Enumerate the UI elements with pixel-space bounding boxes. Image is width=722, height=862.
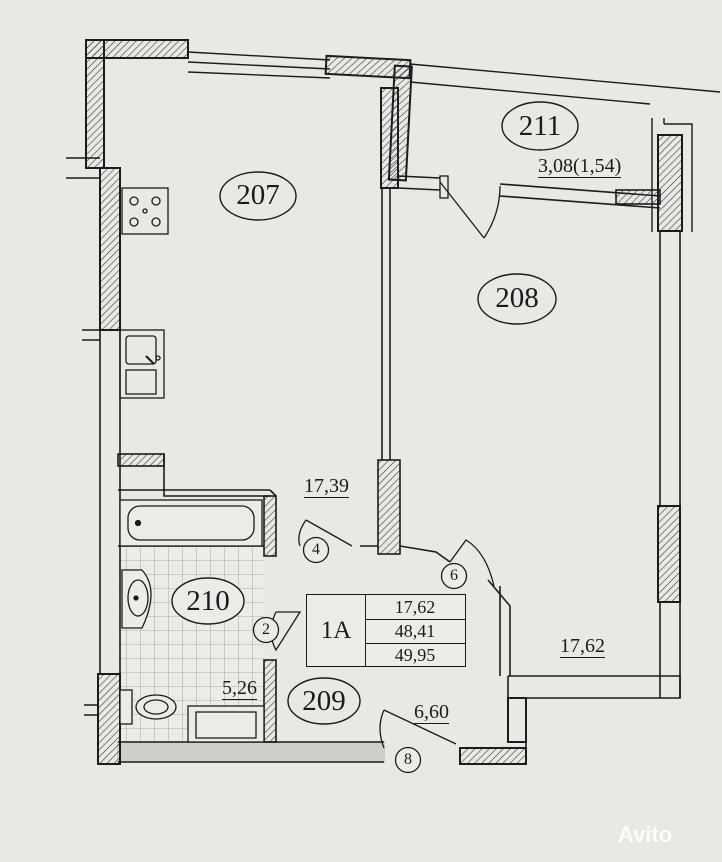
- door-2-number: 2: [262, 621, 270, 638]
- door-bedroom-swing: [449, 539, 495, 587]
- bathroom-area: 5,26: [222, 677, 257, 700]
- room-211-badge: 211: [500, 100, 580, 152]
- partition-walls: [117, 175, 661, 743]
- stove-icon: [121, 187, 169, 235]
- avito-watermark: Avito: [618, 822, 673, 847]
- door-8-number: 8: [404, 751, 412, 768]
- room-badge-ellipse: [287, 677, 361, 725]
- kitchen-area: 17,39: [304, 475, 349, 498]
- toilet-icon: [119, 689, 177, 725]
- room-210-badge: 210: [170, 576, 246, 626]
- door-marker-circle: [302, 536, 330, 564]
- room-badge-ellipse: [171, 577, 245, 625]
- door-4-number: 4: [312, 541, 320, 558]
- door-marker-circle: [440, 562, 468, 590]
- door-2-marker: 2: [252, 616, 280, 644]
- room-207-badge: 207: [218, 170, 298, 222]
- room-209-number: 209: [302, 685, 346, 717]
- room-207-number: 207: [236, 179, 280, 211]
- door-kitchen-swing: [298, 519, 353, 547]
- door-marker-circle: [394, 746, 422, 774]
- room-209-badge: 209: [286, 676, 362, 726]
- room-210-number: 210: [186, 585, 230, 617]
- door-6-marker: 6: [440, 562, 468, 590]
- washing-machine-icon: [187, 705, 265, 743]
- door-entry-swing: [379, 709, 457, 749]
- apartment-summary-table: 1A 17,62 48,41 49,95: [306, 594, 466, 667]
- loggia-area: 3,08(1,54): [538, 155, 622, 178]
- summary-total-area: 48,41: [365, 619, 465, 644]
- hall-area: 6,60: [414, 701, 449, 724]
- bedroom-area: 17,62: [560, 635, 605, 658]
- summary-living-area: 17,62: [365, 595, 465, 620]
- room-badge-ellipse: [501, 101, 579, 151]
- apartment-type-code: 1A: [307, 595, 366, 666]
- outer-walls: [66, 39, 721, 765]
- door-marker-circle: [252, 616, 280, 644]
- kitchen-sink-icon: [119, 329, 165, 399]
- room-208-badge: 208: [476, 272, 558, 326]
- door-6-number: 6: [450, 567, 458, 584]
- summary-total-area-with-loggia: 49,95: [394, 644, 436, 665]
- room-badge-ellipse: [477, 273, 557, 325]
- room-badge-ellipse: [219, 171, 297, 221]
- door-loggia-swing: [439, 181, 501, 239]
- room-211-number: 211: [518, 110, 562, 142]
- washbasin-icon: [121, 569, 152, 629]
- door-4-marker: 4: [302, 536, 330, 564]
- door-8-marker: 8: [394, 746, 422, 774]
- bathtub-icon: [119, 499, 263, 547]
- room-208-number: 208: [495, 282, 539, 314]
